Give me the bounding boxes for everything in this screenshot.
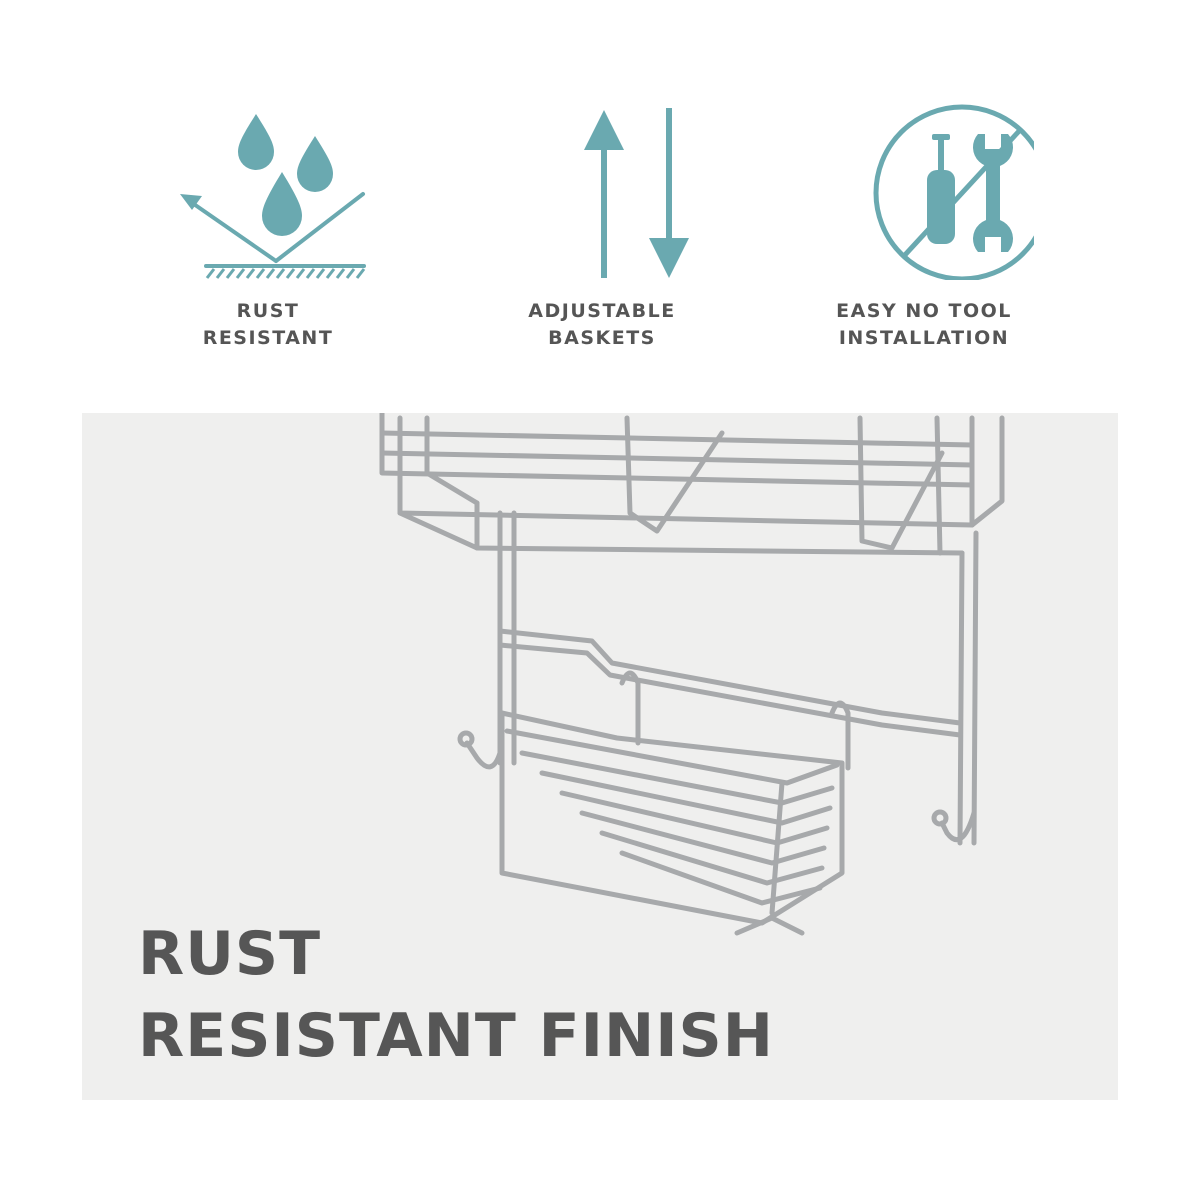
feature-label-line1: ADJUSTABLE bbox=[528, 300, 676, 322]
feature-label-line2: INSTALLATION bbox=[838, 327, 1010, 349]
feature-label: RUST RESISTANT bbox=[118, 298, 418, 352]
shower-caddy-illustration bbox=[379, 413, 1005, 936]
headline-line2: RESISTANT FINISH bbox=[138, 1001, 774, 1071]
water-droplets-rust-icon bbox=[180, 114, 366, 279]
up-down-arrows-icon bbox=[584, 108, 689, 278]
feature-no-tool-installation: EASY NO TOOL INSTALLATION bbox=[774, 90, 1074, 352]
feature-label: ADJUSTABLE BASKETS bbox=[452, 298, 752, 352]
wrench-icon bbox=[973, 134, 1013, 252]
feature-label-line1: EASY NO TOOL bbox=[836, 300, 1012, 322]
feature-rust-resistant: RUST RESISTANT bbox=[118, 90, 418, 352]
feature-label: EASY NO TOOL INSTALLATION bbox=[774, 298, 1074, 352]
headline: RUST RESISTANT FINISH bbox=[138, 913, 774, 1077]
headline-line1: RUST bbox=[138, 919, 322, 989]
no-tools-icon bbox=[873, 104, 1034, 280]
feature-adjustable-baskets: ADJUSTABLE BASKETS bbox=[452, 90, 752, 352]
feature-label-line2: BASKETS bbox=[548, 327, 656, 349]
feature-label-line2: RESISTANT bbox=[202, 327, 334, 349]
screwdriver-icon bbox=[927, 134, 955, 244]
feature-label-line1: RUST bbox=[236, 300, 300, 322]
product-photo-panel: RUST RESISTANT FINISH bbox=[82, 413, 1118, 1100]
